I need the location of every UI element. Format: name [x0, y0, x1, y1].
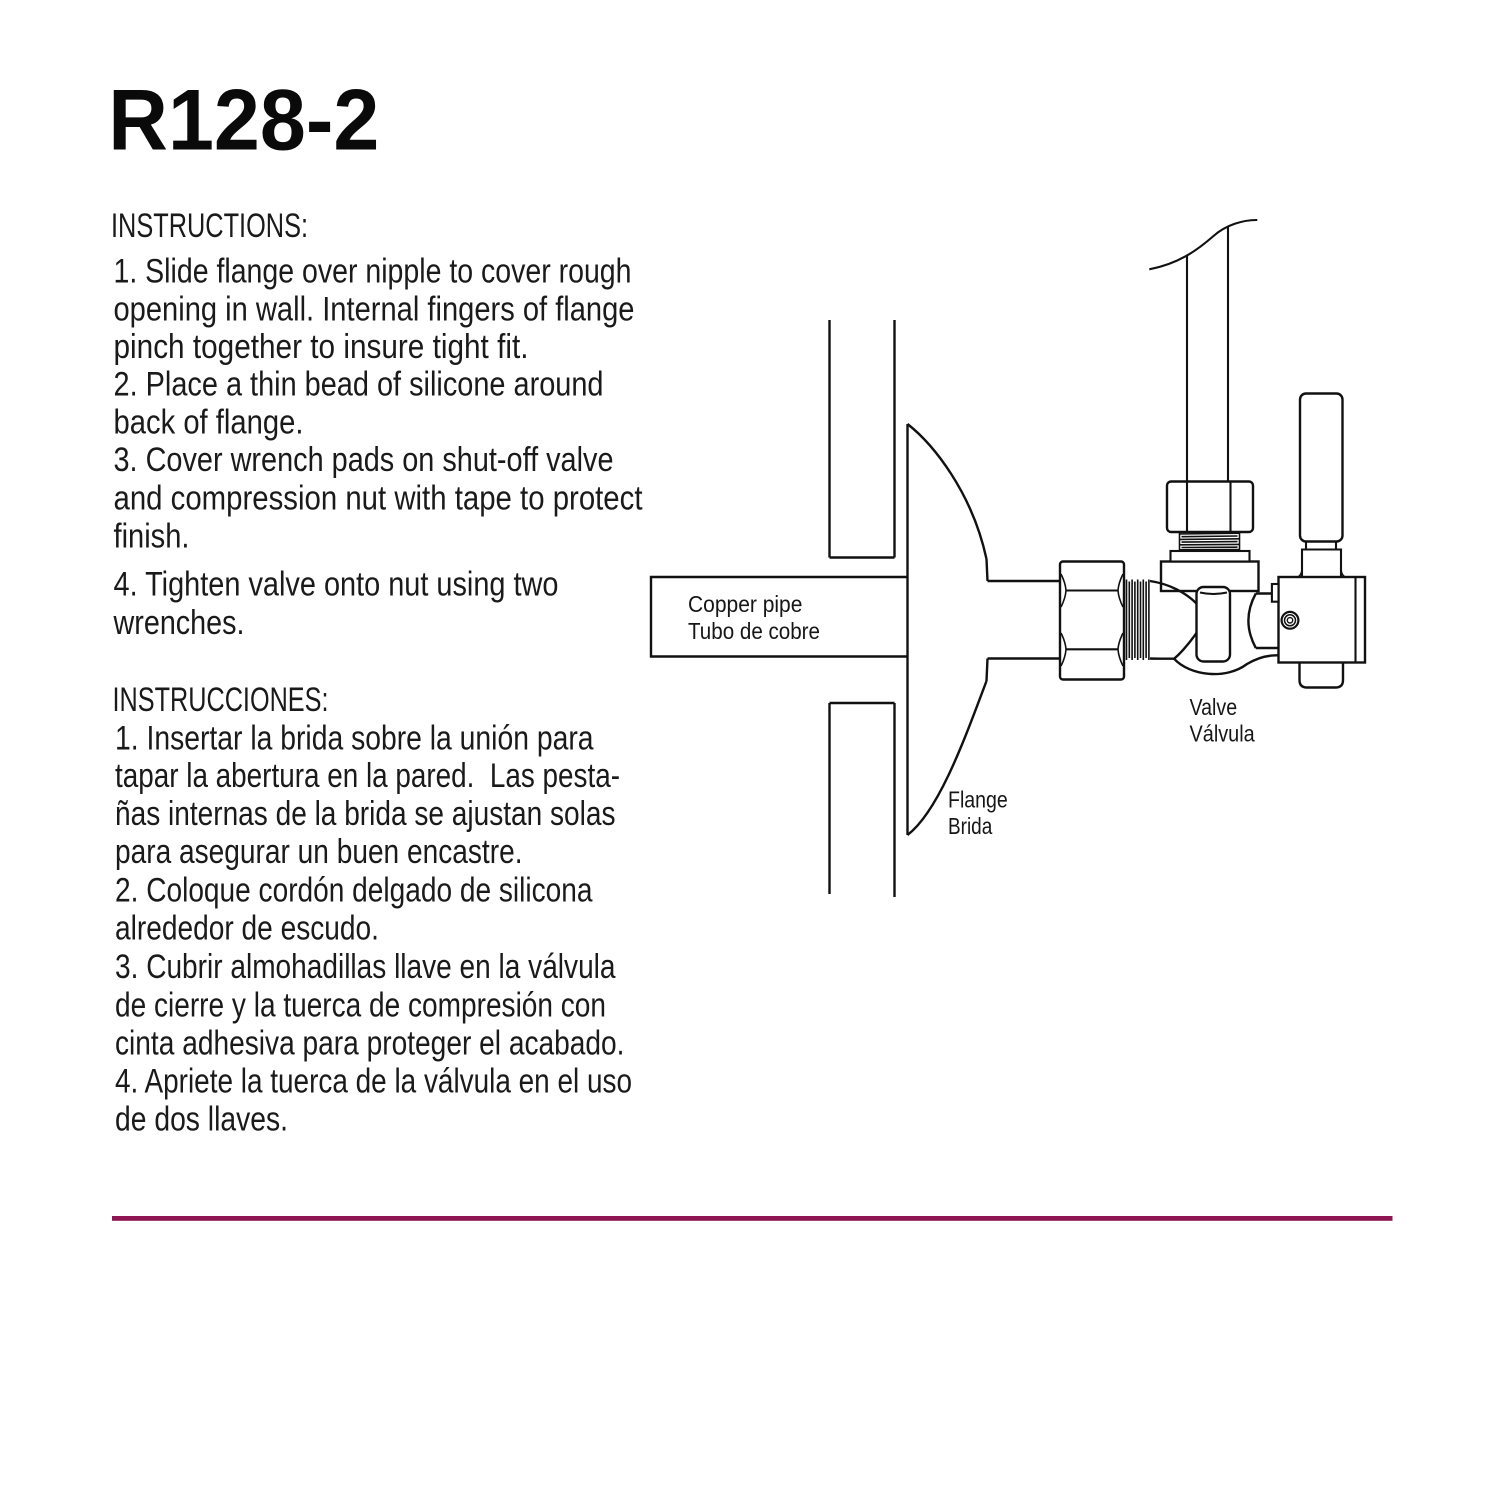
instructions-es-line: de cierre y la tuerca de compresión con — [115, 987, 606, 1025]
flange-top-bell-curve — [906, 423, 988, 560]
compression-nut-outline — [1058, 560, 1126, 681]
instructions-es-line: 4. Apriete la tuerca de la válvula en el… — [115, 1063, 632, 1101]
instructions-en-line: 2. Place a thin bead of silicone around — [114, 366, 604, 404]
instructions-es-line: 1. Insertar la brida sobre la unión para — [115, 720, 594, 758]
body-outlet-concave-arc — [1247, 592, 1257, 649]
riser-pipe — [1149, 218, 1258, 482]
outlet-step — [1270, 582, 1280, 603]
screw-outer — [1280, 610, 1300, 630]
valve-stem — [1195, 585, 1232, 663]
pipe-threads — [1125, 579, 1150, 660]
compression-nut — [1058, 560, 1126, 681]
instructions-en-line: 3. Cover wrench pads on shut-off valve — [114, 441, 614, 479]
instructions-en-block: INSTRUCTIONS: 1. Slide flange over nippl… — [111, 207, 643, 642]
pipe-break-curve — [1149, 218, 1258, 271]
top-threads — [1178, 532, 1241, 551]
body-bottom-arc — [1173, 654, 1279, 676]
diagram-labels: Copper pipe Tubo de cobre Valve Válvula … — [688, 591, 1255, 839]
instructions-en-line: opening in wall. Internal fingers of fla… — [114, 291, 635, 329]
instructions-en-heading: INSTRUCTIONS: — [111, 207, 308, 245]
instructions-en-line: wrenches. — [113, 604, 245, 642]
top-washer — [1169, 549, 1251, 563]
valve-body — [1149, 560, 1279, 676]
instructions-es-line: 2. Coloque cordón delgado de silicona — [115, 872, 593, 910]
flange-shape — [906, 423, 1060, 836]
body-shoulder-top-curve — [1149, 579, 1198, 605]
instructions-en-line: finish. — [114, 518, 190, 556]
top-compression-nut — [1165, 480, 1255, 534]
flange-collar-step-top — [985, 558, 989, 582]
label-valve-en: Valve — [1190, 694, 1238, 720]
screw-inner — [1286, 616, 1294, 624]
instructions-es-line: alrededor de escudo. — [115, 910, 379, 948]
instructions-en-line: pinch together to insure tight fit. — [114, 328, 529, 366]
flange-collar-step-bottom — [985, 658, 989, 682]
page-title: R128-2 — [108, 73, 379, 169]
label-valve-es: Válvula — [1190, 721, 1256, 747]
handle-stem — [1300, 548, 1343, 578]
valve-handle — [1296, 392, 1347, 579]
instructions-es-block: INSTRUCCIONES: 1. Insertar la brida sobr… — [113, 681, 633, 1139]
top-connection — [1165, 480, 1255, 563]
instructions-es-line: cinta adhesiva para proteger el acabado. — [115, 1025, 625, 1063]
handle-stem-flare-left — [1296, 569, 1303, 579]
label-copper-pipe-es: Tubo de cobre — [688, 618, 820, 644]
label-flange-es: Brida — [948, 813, 993, 839]
flange-bottom-bell-curve — [906, 680, 988, 836]
body-crotch-curve — [1173, 632, 1198, 660]
stem-cap-line — [1199, 591, 1228, 596]
label-flange-en: Flange — [948, 787, 1008, 813]
instructions-es-line: de dos llaves. — [115, 1101, 288, 1139]
instructions-es-line: tapar la abertura en la pared. Las pesta… — [115, 757, 620, 795]
instructions-en-line: 4. Tighten valve onto nut using two — [114, 566, 559, 604]
footer-rule — [112, 1216, 1393, 1221]
instructions-es-line: 3. Cubrir almohadillas llave en la válvu… — [115, 948, 616, 986]
outlet-bottom-nut — [1298, 662, 1345, 689]
valve-outlet — [1270, 575, 1367, 689]
copper-pipe-outline — [649, 575, 908, 658]
handle-grip — [1298, 392, 1344, 543]
screw-middle — [1283, 614, 1297, 627]
instructions-en-line: and compression nut with tape to protect — [114, 480, 643, 518]
instructions-es-heading: INSTRUCCIONES: — [113, 681, 329, 719]
wall-section — [828, 320, 896, 897]
instructions-en-line: 1. Slide flange over nipple to cover rou… — [114, 253, 632, 291]
instructions-es-line: ñas internas de la brida se ajustan sola… — [115, 795, 616, 833]
instructions-es-line: para asegurar un buen encastre. — [115, 833, 523, 871]
handle-stem-flare-right — [1340, 569, 1347, 579]
valve-installation-diagram: Copper pipe Tubo de cobre Valve Válvula … — [649, 218, 1367, 897]
label-copper-pipe-en: Copper pipe — [688, 591, 802, 617]
outlet-block — [1277, 575, 1367, 664]
instructions-en-line: back of flange. — [114, 404, 304, 442]
